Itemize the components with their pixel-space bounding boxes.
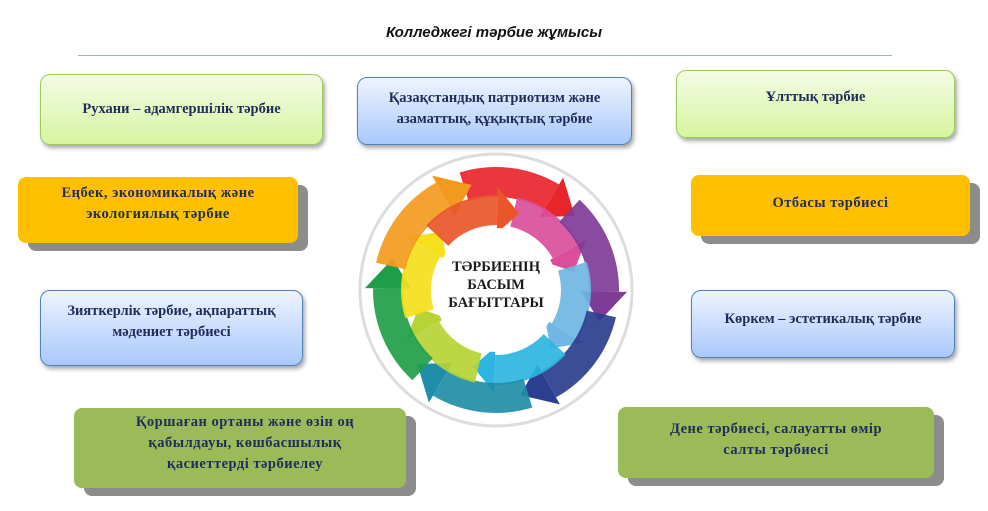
cycle-arrow-head [539,177,575,217]
box-family: Отбасы тәрбиесі [691,175,970,236]
box-national: Ұлттық тәрбие [676,70,955,138]
cycle-arrow-segment [551,261,591,339]
cycle-arrow-segment [459,167,560,211]
box-spiritual-moral: Рухани – адамгершілік тәрбие [40,74,323,145]
cycle-arrow-segment [401,241,441,319]
cycle-arrow-segment [541,310,616,398]
center-line-3: БАҒЫТТАРЫ [448,295,544,311]
cycle-arrow-head [496,187,520,234]
center-line-1: ТӘРБИЕНІҢ [452,259,540,275]
page-title: Колледжегі тәрбие жұмысы [385,24,603,41]
cycle-diagram [358,152,634,428]
cycle-arrow-head [406,308,447,341]
box-labor-economic: Еңбек, экономикалық және экологиялық тәр… [18,177,298,243]
cycle-arrow-segment [413,321,482,383]
cycle-center [434,228,558,352]
cycle-arrow-head [365,258,412,289]
cycle-arrow-segment [426,195,498,246]
cycle-arrow-segment [510,197,579,259]
cycle-arrow-segment [376,182,451,270]
box-physical-health: Дене тәрбиесі, салауатты өмір салты тәрб… [618,407,934,478]
cycle-arrow-segment [373,288,433,381]
cycle-arrow-head [520,364,560,405]
cycle-arrow-head [545,239,586,272]
cycle-arrow-head [432,175,472,216]
box-environment-leadership: Қоршаған ортаны және өзін оң қабылдауы, … [74,408,406,488]
box-intellectual: Зияткерлік тәрбие, ақпараттық мәдениет т… [40,290,303,366]
cycle-arrow-head [472,346,496,393]
cycle-arrow-segment [494,334,566,385]
cycle-arrow-head [580,291,627,322]
center-line-2: БАСЫМ [467,277,525,293]
cycle-arrow-head [417,363,453,403]
cycle-arrow-segment [559,199,619,292]
box-aesthetic: Көркем – эстетикалық тәрбие [691,290,955,358]
cycle-arrow-segment [432,369,533,413]
cycle-center-label: ТӘРБИЕНІҢ БАСЫМ БАҒЫТТАРЫ [436,258,556,312]
title-divider [78,55,892,56]
box-patriotism: Қазақстандық патриотизм және азаматтық, … [357,77,632,145]
